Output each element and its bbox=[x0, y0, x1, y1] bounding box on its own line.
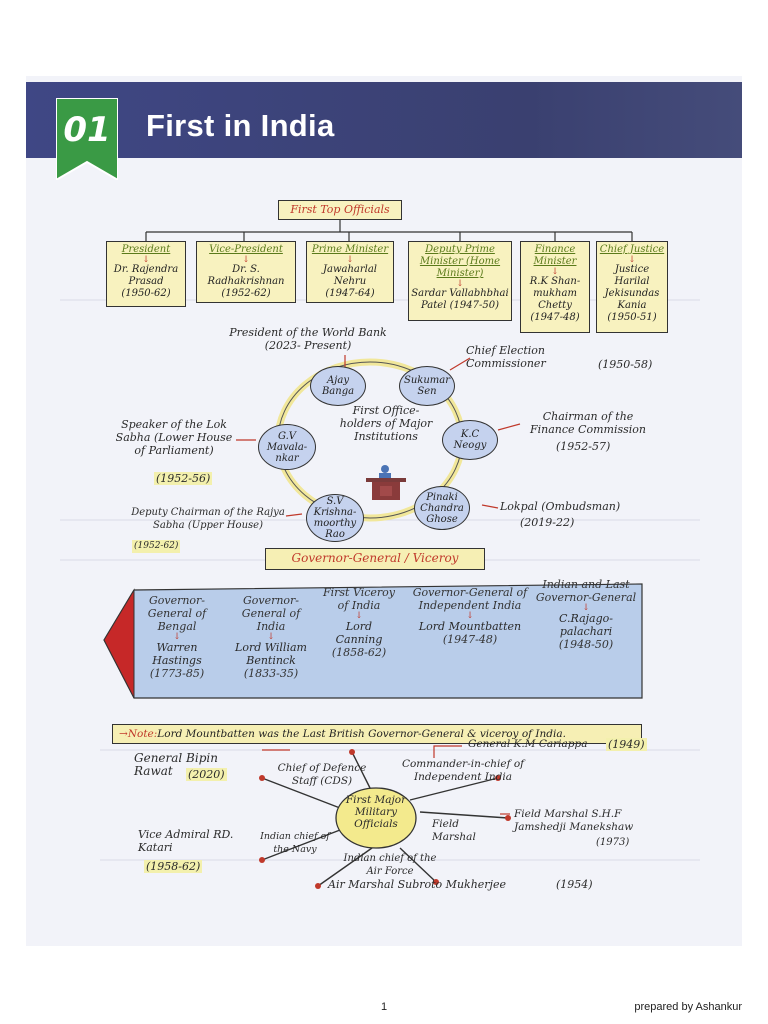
institution-node-kc-neogy: K.C Neogy bbox=[442, 420, 498, 460]
institutions-center-label: First Office-holders of Major Institutio… bbox=[339, 404, 433, 443]
military-years-subroto-mukherjee: (1954) bbox=[556, 878, 593, 891]
podium-icon bbox=[366, 465, 406, 500]
footer-credit: prepared by Ashankur bbox=[634, 1001, 742, 1013]
chapter-number: 01 bbox=[63, 110, 111, 150]
military-role-cds: Chief of Defence Staff (CDS) bbox=[277, 762, 367, 787]
institution-node-pinaki-ghose: Pinaki Chandra Ghose bbox=[414, 486, 470, 530]
chapter-header-band bbox=[26, 82, 742, 158]
military-name-rd-katari: Vice Admiral RD. Katari bbox=[138, 828, 234, 854]
governor-general-heading: Governor-General / Viceroy bbox=[265, 548, 485, 570]
military-years-rd-katari: (1958-62) bbox=[144, 860, 203, 873]
gg-item-lord-canning: First Viceroy of India↓ Lord Canning(185… bbox=[322, 586, 395, 659]
office-lok-sabha-speaker: Speaker of the Lok Sabha (Lower House of… bbox=[115, 418, 233, 457]
military-name-bipin-rawat: General Bipin Rawat bbox=[134, 751, 218, 778]
official-box-chief-justice: Chief Justice↓ Justice Harilal Jekisunda… bbox=[596, 241, 668, 333]
official-box-president: President↓ Dr. Rajendra Prasad(1950-62) bbox=[106, 241, 186, 307]
gg-item-william-bentinck: Governor-General of India↓ Lord William … bbox=[235, 594, 307, 680]
top-officials-heading: First Top Officials bbox=[278, 200, 402, 220]
mountbatten-note: →Note:Lord Mountbatten was the Last Brit… bbox=[112, 724, 642, 744]
page-number: 1 bbox=[380, 1001, 388, 1013]
institution-node-ajay-banga: Ajay Banga bbox=[310, 366, 366, 406]
governor-general-arrow bbox=[103, 583, 643, 699]
chapter-badge bbox=[56, 98, 118, 180]
years-lokpal: (2019-22) bbox=[520, 516, 575, 529]
military-years-cariappa: (1949) bbox=[606, 738, 647, 751]
official-box-deputy-prime-minister: Deputy Prime Minister (Home Minister)↓ S… bbox=[408, 241, 512, 321]
military-diagram-lines bbox=[259, 745, 511, 889]
official-box-prime-minister: Prime Minister↓ Jawaharlal Nehru(1947-64… bbox=[306, 241, 394, 303]
office-world-bank: President of the World Bank (2023- Prese… bbox=[229, 326, 387, 352]
office-deputy-chairman: Deputy Chairman of the Rajya Sabha (Uppe… bbox=[131, 507, 285, 531]
years-lok-sabha-speaker: (1952-56) bbox=[154, 472, 213, 485]
military-name-cariappa: General K.M Cariappa bbox=[468, 738, 588, 750]
institution-node-sukumar-sen: Sukumar Sen bbox=[399, 366, 455, 406]
gg-item-warren-hastings: Governor-General of Bengal↓ Warren Hasti… bbox=[147, 594, 207, 680]
military-years-bipin-rawat: (2020) bbox=[186, 768, 227, 781]
official-box-finance-minister: Finance Minister↓ R.K Shan-mukham Chetty… bbox=[520, 241, 590, 333]
years-finance-commission: (1952-57) bbox=[556, 440, 611, 453]
gg-item-rajagopalachari: Indian and Last Governor-General↓ C.Raja… bbox=[535, 578, 637, 651]
military-role-navy: Indian chief of the Navy bbox=[260, 831, 330, 855]
office-election-commissioner: Chief Election Commissioner bbox=[466, 344, 546, 370]
military-role-air-force: Indian chief of the Air Force bbox=[343, 853, 437, 877]
institution-node-gv-mavalankar: G.V Mavala-nkar bbox=[258, 424, 316, 470]
official-box-vice-president: Vice-President↓ Dr. S. Radhakrishnan(195… bbox=[196, 241, 296, 303]
military-center-label: First Major Military Officials bbox=[345, 794, 407, 830]
gg-item-lord-mountbatten: Governor-General of Independent India↓ L… bbox=[412, 586, 528, 646]
military-role-commander-in-chief: Commander-in-chief of Independent India bbox=[401, 758, 525, 783]
page-title: First in India bbox=[146, 108, 335, 143]
years-election-commissioner: (1950-58) bbox=[598, 358, 653, 371]
years-deputy-chairman: (1952-62) bbox=[132, 540, 181, 553]
note-arrow-icon: → bbox=[119, 728, 128, 740]
military-name-manekshaw: Field Marshal S.H.F Jamshedji Manekshaw bbox=[514, 808, 634, 833]
military-name-subroto-mukherjee: Air Marshal Subroto Mukherjee bbox=[328, 878, 506, 891]
institution-node-sv-rao: S.V Krishna-moorthy Rao bbox=[306, 494, 364, 542]
office-finance-commission: Chairman of the Finance Commission bbox=[530, 410, 646, 436]
office-lokpal: Lokpal (Ombudsman) bbox=[500, 500, 621, 513]
military-years-manekshaw: (1973) bbox=[596, 837, 630, 848]
military-role-field-marshal: Field Marshal bbox=[432, 818, 476, 843]
top-officials-connectors bbox=[145, 220, 633, 241]
